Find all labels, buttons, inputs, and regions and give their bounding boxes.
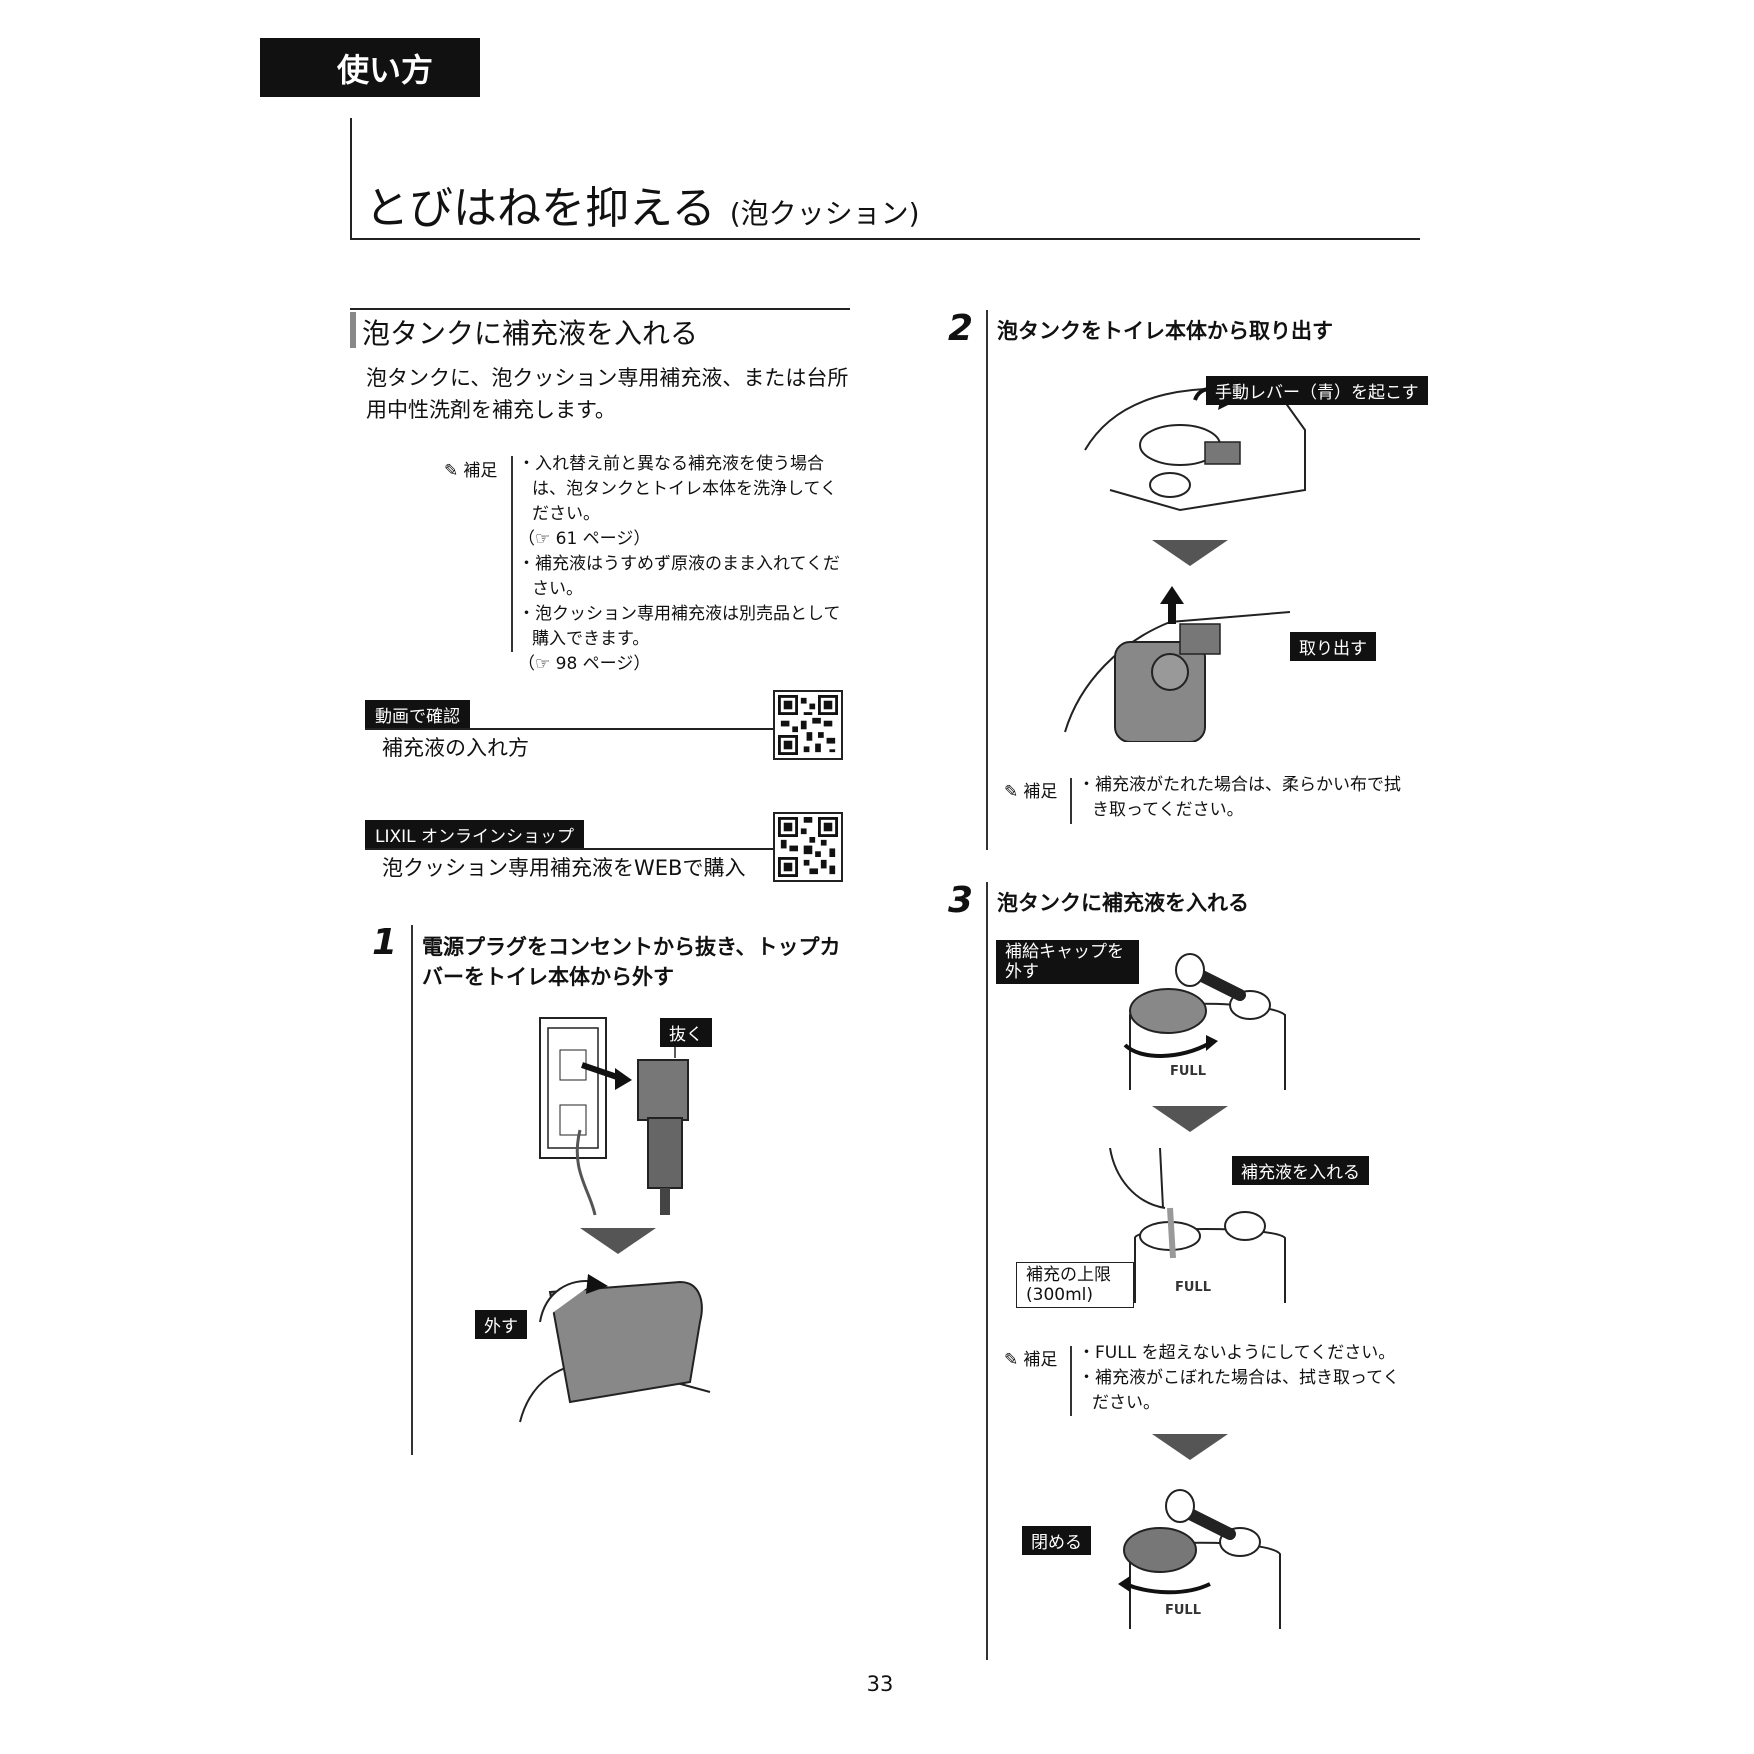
liquid-pour-illustration: FULL (1109, 1148, 1286, 1303)
pencil-icon: ✎ (1004, 782, 1019, 802)
down-arrow-icon (1152, 1434, 1228, 1460)
sub-heading-marker (350, 312, 356, 348)
sub-heading-rule (350, 308, 850, 310)
note3-label: 補足 (1023, 1350, 1058, 1370)
note3-item: ・補充液がこぼれた場合は、拭き取ってください。 (1078, 1368, 1400, 1413)
step2-rule (986, 310, 988, 850)
note3-bar (1070, 1346, 1072, 1416)
step3-rule (986, 882, 988, 1660)
title-divider-vertical (350, 118, 352, 240)
pencil-icon: ✎ (444, 461, 459, 481)
step1-rule (411, 925, 413, 1455)
note3-label-group: ✎ 補足 (1004, 1345, 1057, 1370)
step3-title: 泡タンクに補充液を入れる (997, 891, 1249, 915)
note2-text: ・補充液がたれた場合は、柔らかい布で拭き取ってください。 (1078, 773, 1408, 823)
shop-rule (365, 848, 775, 850)
page-title-main: とびはねを抑える (365, 183, 716, 234)
note1-item: （☞ 61 ページ） (518, 529, 651, 549)
shop-tag: LIXIL オンラインショップ (365, 820, 585, 849)
pencil-icon: ✎ (1004, 1350, 1019, 1370)
sub-heading: 泡タンクに補充液を入れる (362, 317, 699, 350)
full-mark: FULL (1170, 1064, 1206, 1079)
step1-title: 電源プラグをコンセントから抜き、トップカバーをトイレ本体から外す (422, 935, 841, 989)
callout-cap: 補給キャップを外す (996, 940, 1139, 984)
note1-item: ・補充液はうすめず原液のまま入れてください。 (518, 554, 840, 599)
note1-item: （☞ 98 ページ） (518, 654, 651, 674)
note1-bar (511, 456, 513, 652)
callout-pour: 補充液を入れる (1232, 1156, 1369, 1185)
step1-number: 1 (372, 922, 398, 963)
top-cover-illustration (519, 1274, 711, 1423)
down-arrow-icon (1152, 540, 1228, 566)
note3-text: ・FULL を超えないようにしてください。 ・補充液がこぼれた場合は、拭き取って… (1078, 1341, 1408, 1416)
step2-number: 2 (948, 308, 974, 349)
shop-qr-code[interactable] (773, 812, 843, 882)
video-rule (365, 728, 775, 730)
step2-title: 泡タンクをトイレ本体から取り出す (997, 319, 1333, 343)
callout-close: 閉める (1022, 1526, 1091, 1555)
note1-item: ・入れ替え前と異なる補充液を使う場合は、泡タンクとトイレ本体を洗浄してください。 (518, 454, 837, 524)
video-tag: 動画で確認 (365, 700, 470, 729)
section-label: 使い方 (336, 50, 433, 89)
note2-item: ・補充液がたれた場合は、柔らかい布で拭き取ってください。 (1078, 775, 1401, 820)
qr-code-icon (778, 817, 838, 877)
cap-removal-illustration: FULL (1123, 953, 1286, 1090)
note1-label: 補足 (463, 461, 498, 481)
note2-label: 補足 (1023, 782, 1058, 802)
foam-tank-removal-illustration (1064, 586, 1291, 742)
callout-remove: 外す (475, 1310, 527, 1339)
down-arrow-icon (580, 1228, 656, 1254)
note2-bar (1070, 778, 1072, 824)
shop-link-text[interactable]: 泡クッション専用補充液をWEBで購入 (382, 856, 746, 880)
callout-pull: 抜く (660, 1018, 712, 1047)
outlet-plug-illustration (539, 1017, 698, 1216)
page-title: とびはねを抑える (泡クッション) (365, 172, 920, 236)
down-arrow-icon (1152, 1106, 1228, 1132)
callout-limit: 補充の上限(300ml) (1016, 1262, 1134, 1308)
video-qr-code[interactable] (773, 690, 843, 760)
cap-close-illustration: FULL (1118, 1489, 1281, 1629)
note1-label-group: ✎ 補足 (444, 456, 497, 481)
note1-text: ・入れ替え前と異なる補充液を使う場合は、泡タンクとトイレ本体を洗浄してください。… (518, 452, 848, 677)
page-number: 33 (866, 1672, 894, 1696)
note3-item: ・FULL を超えないようにしてください。 (1078, 1343, 1396, 1363)
full-mark: FULL (1165, 1603, 1201, 1618)
full-mark: FULL (1175, 1280, 1211, 1295)
section-tab: 使い方 (260, 38, 480, 97)
intro-text: 泡タンクに、泡クッション専用補充液、または台所用中性洗剤を補充します。 (366, 366, 849, 422)
title-divider-horizontal (350, 238, 1420, 240)
step3-number: 3 (948, 880, 974, 921)
callout-lever: 手動レバー（青）を起こす (1206, 376, 1428, 405)
note2-label-group: ✎ 補足 (1004, 777, 1057, 802)
video-link-text[interactable]: 補充液の入れ方 (382, 736, 529, 760)
note1-item: ・泡クッション専用補充液は別売品として購入できます。 (518, 604, 841, 649)
qr-code-icon (778, 695, 838, 755)
callout-takeout: 取り出す (1290, 632, 1376, 661)
page-title-sub: (泡クッション) (729, 197, 920, 230)
